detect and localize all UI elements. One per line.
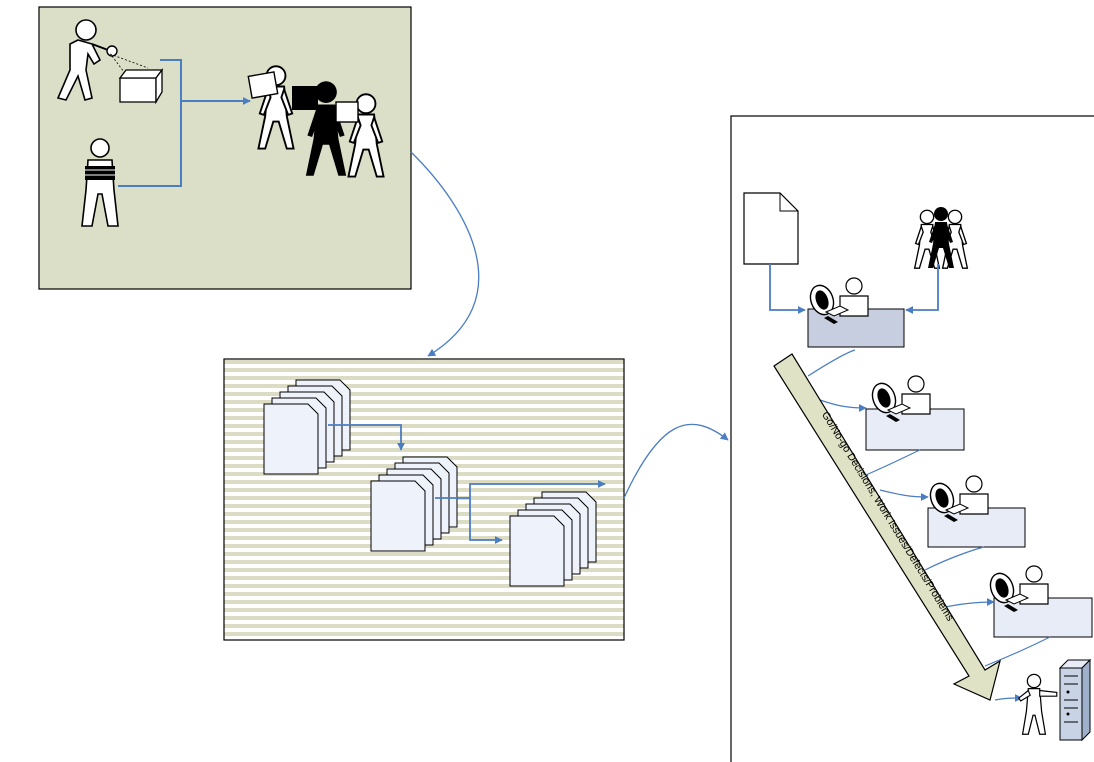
execution-panel: Go/No-go Decisions, Work Issues/Defects/… [730,115,1094,762]
doc-arrow-2 [469,498,503,544]
curve-connector-1 [410,151,480,357]
curve-connector-2 [623,423,729,499]
merge-connector [118,59,182,187]
desk-2 [865,408,965,451]
server-rack-icon [1058,658,1092,742]
document-icon [743,192,799,265]
team-to-desk-arrow [905,264,939,314]
doc-arrow-out [435,480,606,499]
gathering-panel [38,6,412,290]
inspector-person-icon [56,19,149,101]
documents-panel [223,358,625,641]
doc-to-desk-arrow [769,264,806,314]
doc-arrow-1 [328,424,405,451]
carrier-person-icon [81,138,119,227]
box-icon [118,68,164,105]
server-operator-icon [1018,673,1058,735]
moving-team-icon [247,65,385,178]
